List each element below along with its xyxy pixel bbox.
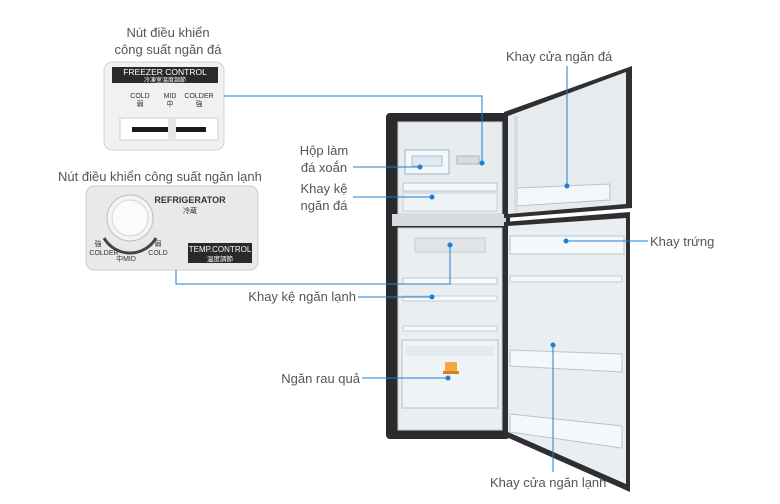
freezer-control-label-line2: công suất ngăn đá [114,42,222,57]
ice-tray-label-line1: Hộp làm [299,143,349,158]
freezer-cold-label: COLD [130,93,149,100]
fridge-cold-label: COLD [148,250,167,257]
fridge-colder-cjk: 強 [95,240,102,248]
fridge-door [504,212,630,492]
fridge-shelf-2 [402,295,498,302]
ice-maker-box [404,149,450,175]
fridge-cold-cjk: 弱 [155,240,162,248]
freezer-shelf-mark [402,182,498,192]
fridge-colder-label: COLDER [89,250,118,257]
freezer-control-label-line1: Nút điều khiển [126,25,210,40]
freezer-bottom-tray [402,192,498,212]
egg-tray-label: Khay trứng [650,234,715,249]
fridge-mid-row: 中MID [116,254,136,263]
freezer-shelf-label-line1: Khay kệ [300,181,348,196]
leader-lines [175,66,648,472]
freezer-shelf-label-line2: ngăn đá [300,198,348,213]
freezer-mid-cjk: 中 [167,99,174,108]
ice-tray-label: Hộp làm đá xoắn [292,142,356,176]
freezer-control-label: Nút điều khiển công suất ngăn đá [108,24,228,58]
freezer-panel-title: FREEZER CONTROL [123,67,207,77]
freezer-panel-subtitle: 冷凍室温度調節 [144,76,186,84]
fridge-door-tray-label: Khay cửa ngăn lạnh [490,475,607,490]
freezer-control-inset: FREEZER CONTROL 冷凍室温度調節 COLD 弱 MID 中 COL… [103,61,225,151]
freezer-door-tray-label: Khay cửa ngăn đá [506,49,613,64]
fridge-panel-title: REFRIGERATOR [154,195,226,205]
fridge-panel-title-cjk: 冷蔵 [183,206,197,215]
freezer-cold-cjk: 弱 [137,100,144,108]
fridge-shelf-label: Khay kệ ngăn lạnh [248,289,356,304]
fridge-control-inset: REFRIGERATOR 冷蔵 TEMP.CONTROL 温度調節 強 COLD… [85,185,259,271]
freezer-dial-small [456,155,480,165]
fridge-control-label: Nút điều khiển công suất ngăn lạnh [58,169,262,184]
freezer-colder-label: COLDER [184,93,213,100]
leader-fridge-control [175,245,451,285]
freezer-door [504,66,632,218]
freezer-shelf-label: Khay kệ ngăn đá [292,180,356,214]
leader-freezer-control [224,95,483,163]
veg-drawer-mark [401,339,499,409]
ice-tray-label-line2: đá xoắn [300,160,348,175]
freezer-colder-cjk: 強 [196,100,203,108]
fridge-temp-cjk: 温度調節 [207,254,234,263]
fridge-temp-title: TEMP.CONTROL [189,245,252,254]
leader-dots [417,160,570,381]
fridge-shelf-3 [402,325,498,332]
veg-drawer-label: Ngăn rau quả [281,371,360,386]
freezer-mid-label: MID [164,93,177,100]
